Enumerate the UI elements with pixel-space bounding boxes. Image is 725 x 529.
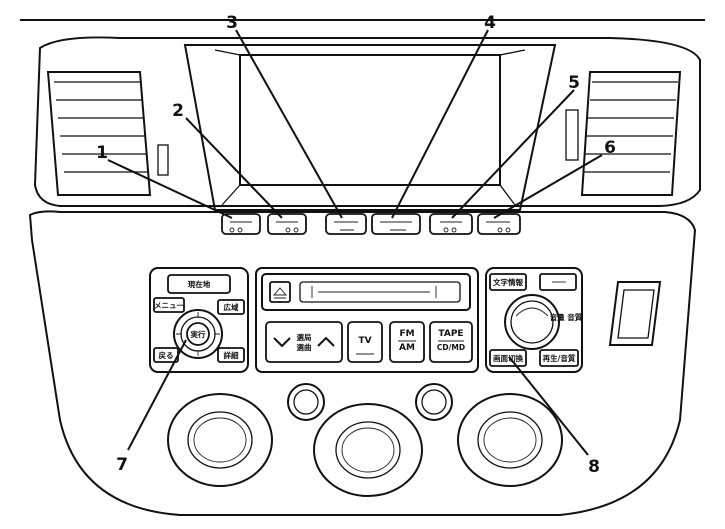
joystick-ring[interactable] <box>173 309 223 359</box>
callout-2: 2 <box>172 101 184 121</box>
callout-5: 5 <box>568 73 580 93</box>
right-audio-panel: 文字情報 音量 音質 画面切換 再生/音質 <box>485 267 583 373</box>
select-up-icon <box>317 336 335 347</box>
callout-4: 4 <box>484 13 496 33</box>
screen-button-6[interactable] <box>477 213 521 235</box>
callout-3: 3 <box>226 13 238 33</box>
tv-button[interactable] <box>347 321 383 363</box>
screen-bevel <box>214 49 526 206</box>
side-slot <box>608 281 662 346</box>
tape-cd-button[interactable] <box>429 321 473 363</box>
display-hood <box>183 44 557 211</box>
small-knob-right[interactable] <box>415 383 453 421</box>
left-nav-panel: 現在地 メニュー 広域 実行 戻る 詳細 <box>149 267 249 373</box>
display-screen <box>239 54 501 186</box>
tape-label: TAPE <box>438 329 463 339</box>
volume-knob-ring[interactable] <box>504 294 560 350</box>
detail-button[interactable] <box>217 347 245 363</box>
callout-6: 6 <box>604 138 616 158</box>
leader-4 <box>391 29 489 219</box>
leader-8 <box>509 357 589 456</box>
eject-button[interactable] <box>269 281 291 303</box>
upper-bezel <box>33 36 701 207</box>
screen-switch-label: 画面切換 <box>493 353 523 363</box>
volume-knob[interactable] <box>510 300 554 344</box>
small-knob-left[interactable] <box>287 383 325 421</box>
fm-am-button[interactable] <box>389 321 425 363</box>
screen-button-4[interactable] <box>371 213 421 235</box>
leader-7 <box>127 339 187 451</box>
callout-7: 7 <box>116 455 128 475</box>
leader-5 <box>451 89 575 219</box>
back-label: 戻る <box>158 350 174 360</box>
current-location-label: 現在地 <box>188 279 211 289</box>
text-info-label: 文字情報 <box>493 277 523 287</box>
climate-knob-center[interactable] <box>313 403 423 497</box>
enter-label: 実行 <box>191 329 206 339</box>
text-info-button[interactable] <box>489 273 527 291</box>
enter-button[interactable] <box>186 322 210 346</box>
cassette-slot <box>299 281 461 303</box>
fm-label: FM <box>399 329 414 339</box>
menu-label: メニュー <box>154 301 184 310</box>
wide-label: 広域 <box>224 302 239 312</box>
playback-button[interactable] <box>539 349 579 367</box>
select-tuning-button[interactable] <box>265 321 343 363</box>
select-label-1: 選局 <box>297 332 312 342</box>
screen-switch-button[interactable] <box>489 349 527 367</box>
screen-button-3[interactable] <box>325 213 367 235</box>
center-audio-panel: 選局 選曲 TV FM AM TAPE CD/MD <box>255 267 479 373</box>
callout-1: 1 <box>96 143 108 163</box>
tv-label: TV <box>358 336 371 346</box>
climate-knob-left[interactable] <box>167 393 273 487</box>
climate-knob-right[interactable] <box>457 393 563 487</box>
menu-button[interactable] <box>153 297 185 313</box>
lower-console <box>28 210 697 516</box>
screen-button-5[interactable] <box>429 213 473 235</box>
screen-button-1[interactable] <box>221 213 261 235</box>
leader-2 <box>185 117 283 219</box>
playback-label: 再生/音質 <box>543 353 576 363</box>
cd-md-label: CD/MD <box>437 343 465 352</box>
callout-8: 8 <box>588 457 600 477</box>
cassette-slot-frame <box>261 273 471 311</box>
left-air-vent <box>46 71 169 196</box>
screen-button-2[interactable] <box>267 213 307 235</box>
leader-3 <box>235 29 343 219</box>
detail-label: 詳細 <box>224 350 239 360</box>
wide-button[interactable] <box>217 299 245 315</box>
current-location-button[interactable] <box>167 274 231 294</box>
leader-1 <box>107 159 233 219</box>
am-label: AM <box>399 343 415 353</box>
leader-6 <box>493 154 603 219</box>
select-label-2: 選曲 <box>297 342 312 352</box>
select-down-icon <box>273 337 291 348</box>
sound-label: 音量 音質 <box>550 312 583 322</box>
eject-icon <box>273 287 287 299</box>
right-air-vent <box>565 71 682 196</box>
